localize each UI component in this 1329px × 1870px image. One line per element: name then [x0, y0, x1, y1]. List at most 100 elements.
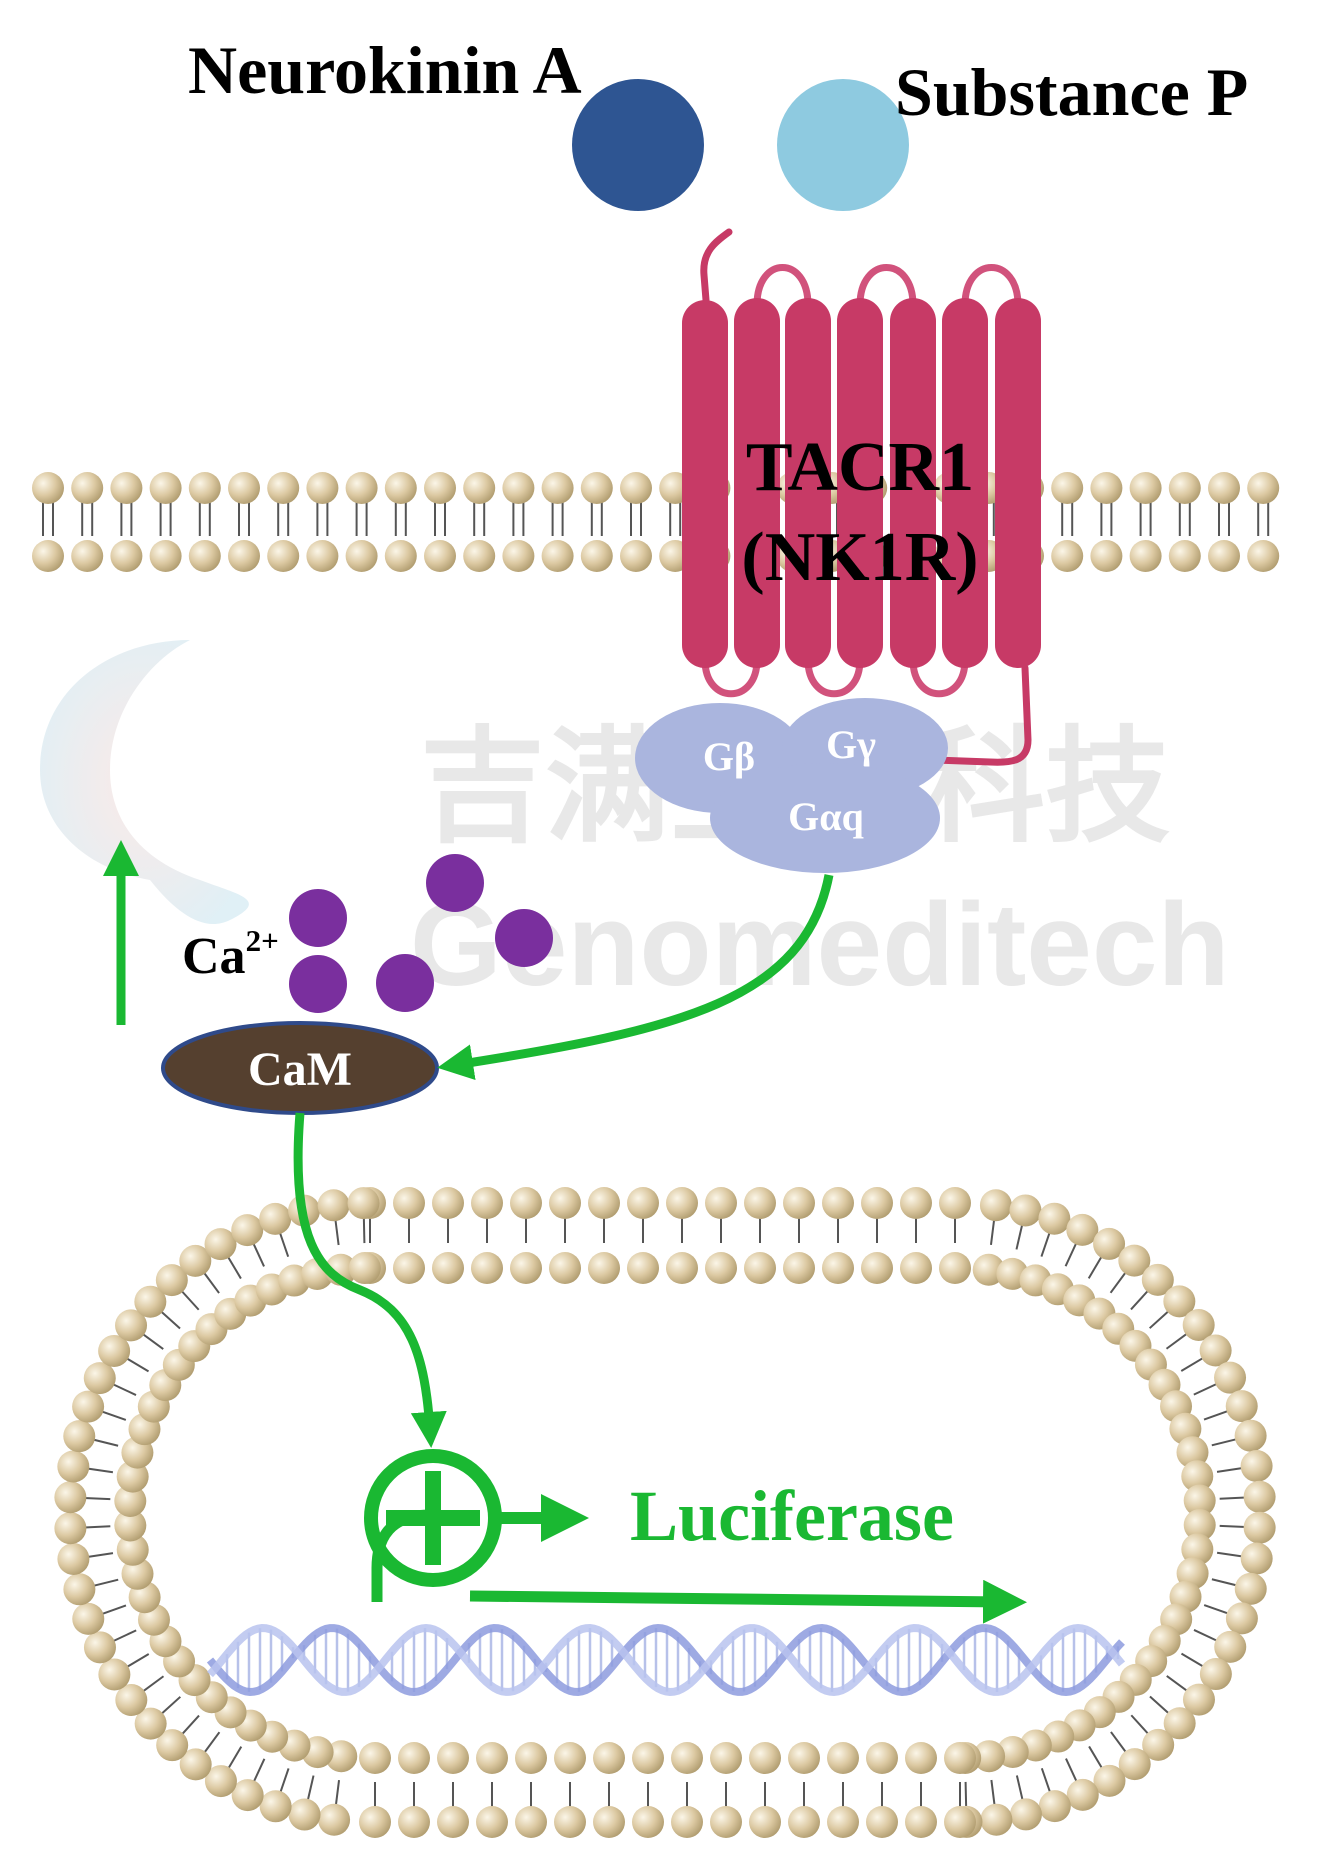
lipid-head [515, 1806, 547, 1838]
lipid-head [980, 1803, 1013, 1836]
transmembrane-helix [682, 300, 728, 668]
lipid-head [83, 1631, 116, 1664]
calcium-ion [376, 954, 434, 1012]
lipid-head [1129, 540, 1162, 572]
lipid-tail [1165, 1332, 1189, 1350]
lipid-head [267, 540, 300, 572]
lipid-tail [180, 1714, 200, 1736]
transmembrane-helix [785, 298, 831, 668]
lipid-head [1199, 1334, 1232, 1367]
lipid-tail [100, 1410, 127, 1421]
lipid-head [204, 1228, 237, 1261]
lipid-head [259, 1790, 292, 1823]
calcium-ion [426, 854, 484, 912]
lipid-head [57, 1542, 90, 1575]
lipid-head [939, 1252, 971, 1284]
calcium-ion [289, 889, 347, 947]
lipid-head [1208, 540, 1240, 572]
lipid-head [306, 540, 339, 572]
neurokinin-a-ligand [572, 79, 704, 211]
lipid-head [432, 1187, 464, 1219]
lipid-head [71, 540, 104, 572]
lipid-head [1051, 540, 1084, 572]
lipid-head [866, 1806, 898, 1838]
lipid-head [149, 472, 182, 504]
lipid-head [783, 1187, 815, 1219]
lipid-tail [87, 1467, 114, 1474]
lipid-head [115, 1309, 148, 1342]
lipid-tail [252, 1758, 266, 1783]
lipid-head [179, 1244, 212, 1277]
lipid-tail [964, 1781, 968, 1808]
lipid-head [541, 540, 574, 572]
lipid-head [188, 540, 221, 572]
lipid-head [1225, 1602, 1258, 1635]
lipid-tail [1109, 1271, 1127, 1294]
lipid-head [393, 1187, 425, 1219]
lipid-head [424, 472, 456, 504]
lipid-head [666, 1252, 698, 1284]
lipid-head [1129, 472, 1162, 504]
lipid-head [71, 472, 104, 504]
lipid-head [188, 472, 221, 504]
lipid-head [549, 1187, 581, 1219]
lipid-head [744, 1252, 776, 1284]
lipid-head [1168, 472, 1201, 504]
lipid-tail [1166, 1675, 1189, 1693]
lipid-head [1168, 540, 1201, 572]
lipid-tail [1180, 1356, 1205, 1372]
lipid-head [939, 1187, 971, 1219]
g-alpha-q-subunit [710, 763, 940, 873]
lipid-tail [226, 1255, 242, 1280]
lipid-head [1090, 540, 1123, 572]
lipid-head [1182, 1683, 1215, 1716]
lipid-head [1141, 1263, 1174, 1296]
lipid-head [437, 1742, 469, 1774]
lipid-head [384, 540, 417, 572]
lipid-head [204, 1765, 237, 1798]
lipid-tail [252, 1242, 265, 1267]
lipid-head [905, 1742, 937, 1774]
lipid-tail [92, 1438, 119, 1447]
lipid-head [1240, 1450, 1273, 1483]
dna-strand [206, 1623, 1125, 1697]
lipid-head [1182, 1308, 1215, 1341]
lipid-head [671, 1742, 703, 1774]
lipid-tail [1130, 1289, 1150, 1311]
lipid-head [72, 1602, 105, 1635]
lipid-head [632, 1806, 664, 1838]
lipid-head [1181, 1533, 1214, 1566]
lipid-head [900, 1252, 932, 1284]
lipid-head [580, 472, 613, 504]
lipid-head [515, 1742, 547, 1774]
substance-p-label: Substance P [895, 54, 1248, 130]
lipid-tail [84, 1525, 111, 1529]
lipid-head [705, 1252, 737, 1284]
lipid-head [1038, 1202, 1071, 1235]
calcium-charge: 2+ [246, 923, 279, 958]
lipid-tail [1216, 1551, 1243, 1558]
lipid-head [554, 1742, 586, 1774]
lipid-head [1118, 1244, 1151, 1277]
signal-arrows [293, 874, 834, 1448]
lipid-head [905, 1806, 937, 1838]
lipid-tail [990, 1779, 996, 1806]
lipid-head [620, 472, 652, 504]
lipid-head [1183, 1484, 1216, 1517]
lipid-head [231, 1214, 264, 1247]
intracellular-loop [909, 659, 969, 698]
lipid-head [347, 1187, 380, 1220]
extracellular-loop [856, 264, 917, 306]
lipid-tail [92, 1578, 119, 1587]
lipid-head [121, 1557, 154, 1590]
transmembrane-helix [995, 298, 1041, 668]
lipid-head [345, 472, 378, 504]
lipid-tail [1149, 1695, 1170, 1715]
g-protein-complex: Gβ Gγ Gαq [635, 698, 948, 873]
lipid-head [32, 472, 64, 504]
lipid-head [1090, 472, 1123, 504]
lipid-head [54, 1512, 87, 1545]
lipid-tail [141, 1675, 165, 1693]
plasma-membrane [32, 472, 1280, 572]
lipid-head [306, 472, 339, 504]
